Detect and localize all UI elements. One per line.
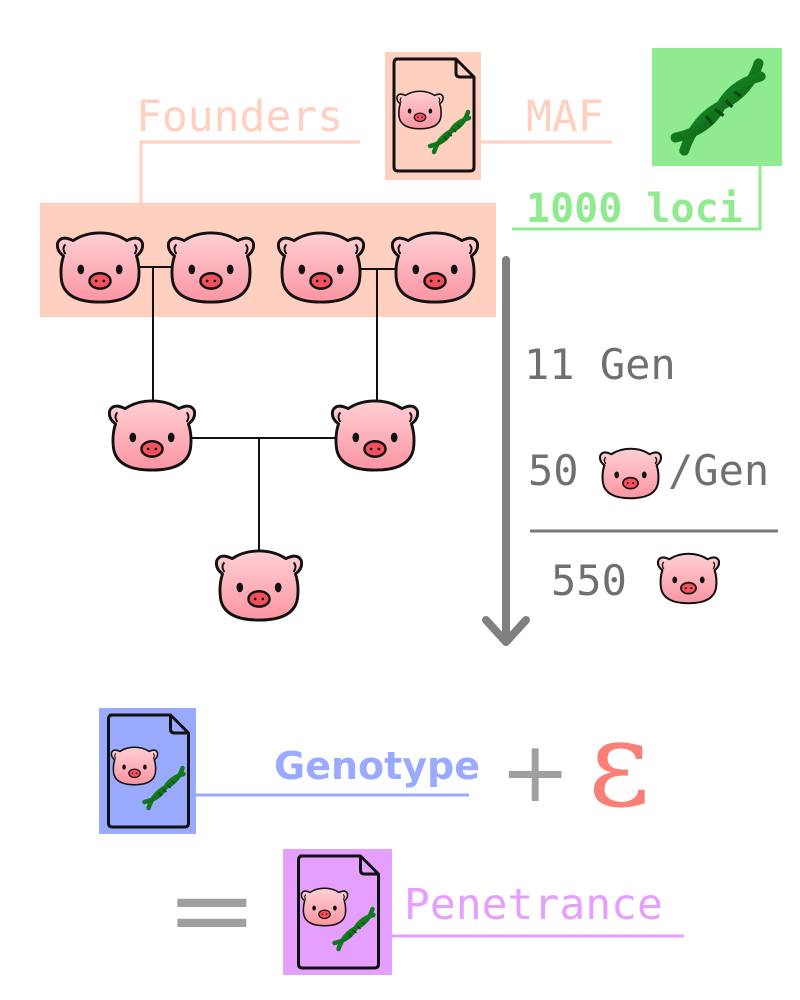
dna-icon <box>652 48 782 166</box>
generations-label: 11 Gen <box>524 340 676 389</box>
genotype-file-icon <box>99 708 196 834</box>
founders-label: Founders <box>136 92 344 142</box>
pig-icon <box>654 551 723 606</box>
down-arrow <box>482 256 530 646</box>
founder-pig-icon <box>387 229 483 306</box>
founder-pig-icon <box>163 229 259 306</box>
founders-connector <box>139 140 360 203</box>
offspring-pig-icon <box>327 397 423 474</box>
maf-label: MAF <box>526 92 604 142</box>
maf-file-icon <box>385 52 481 180</box>
loci-label: 1000 loci <box>526 186 743 232</box>
loci-connector <box>512 166 762 231</box>
equals-sign: = <box>165 851 258 968</box>
pedigree-lines <box>140 266 395 552</box>
offspring-pig-icon <box>104 397 200 474</box>
per-gen-unit: /Gen <box>668 446 770 495</box>
penetrance-file-icon <box>283 849 392 975</box>
founder-pig-icon <box>273 229 369 306</box>
penetrance-label: Penetrance <box>404 880 663 930</box>
genotype-label: Genotype <box>274 744 481 788</box>
grandchild-pig-icon <box>211 547 307 624</box>
pig-icon <box>596 446 665 501</box>
per-gen-count: 50 <box>528 446 579 495</box>
founder-pig-icon <box>52 229 148 306</box>
total-count: 550 <box>551 556 627 605</box>
epsilon-error-term: ε <box>588 695 651 834</box>
plus-sign: + <box>500 723 571 821</box>
